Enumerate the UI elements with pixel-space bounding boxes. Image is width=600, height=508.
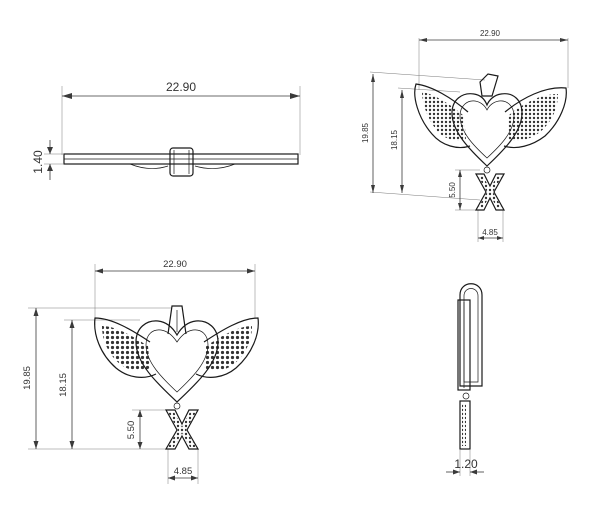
arrow-icon [497,236,503,240]
arrow-icon [371,185,375,193]
arrow-icon [33,441,39,449]
side-letter-slab [459,400,471,450]
iso-heart-inner [459,100,515,159]
iso-heart-outer [451,93,523,167]
side-bail-loop [459,283,483,387]
arrow-icon [69,441,75,449]
arrow-icon [47,164,53,171]
top-view: 22.90 1.40 [31,80,301,180]
front-heart-outer [135,320,219,403]
arrow-icon [419,38,427,42]
arrow-icon [453,469,460,475]
top-width-label: 22.90 [166,80,196,94]
arrow-icon [247,268,255,274]
side-thickness-label: 1.20 [454,457,478,471]
arrow-icon [458,203,462,210]
arrow-icon [458,170,462,177]
top-bar-lower-curve [129,163,236,169]
front-letter-height-label: 5.50 [126,421,137,440]
iso-jump-ring [483,166,491,174]
front-view: 22.90 19.85 18.15 5.50 4.85 [22,259,259,484]
arrow-icon [191,475,198,481]
iso-left-wing [414,83,471,149]
arrow-icon [371,74,375,82]
front-width-label: 22.90 [163,259,187,270]
arrow-icon [69,320,75,328]
front-left-wing [94,317,157,378]
iso-letter-width-label: 4.85 [482,228,498,237]
side-jump-ring [462,392,470,400]
arrow-icon [168,475,175,481]
front-bail [167,305,187,335]
arrow-icon [137,410,143,417]
arrow-icon [400,90,404,98]
iso-heart-height-label: 18.15 [390,129,399,150]
side-view: 1.20 [446,283,484,476]
front-heart-inner [145,329,209,393]
iso-letter-x [474,173,506,211]
top-thickness-label: 1.40 [31,150,45,174]
front-letter-x [164,409,200,450]
front-heart-height-label: 18.15 [58,373,69,397]
iso-bail [479,73,499,97]
arrow-icon [560,38,568,42]
arrow-icon [95,268,103,274]
arrow-icon [400,185,404,193]
front-letter-width-label: 4.85 [174,466,193,477]
arrow-icon [62,93,72,99]
top-bail-block [169,147,194,177]
arrow-icon [470,469,477,475]
front-height-label: 19.85 [22,366,33,390]
side-body-slab [457,299,471,391]
arrow-icon [47,147,53,154]
arrow-icon [137,442,143,449]
front-jump-ring [173,402,181,410]
arrow-icon [290,93,300,99]
arrow-icon [33,308,39,316]
arrow-icon [478,236,484,240]
iso-letter-height-label: 5.50 [448,182,457,198]
iso-height-label: 19.85 [361,122,370,143]
iso-right-wing [503,87,567,149]
iso-width-label: 22.90 [480,29,501,38]
iso-view: 22.90 19.85 18.15 5.50 4.85 [361,29,569,242]
front-right-wing [195,317,259,378]
